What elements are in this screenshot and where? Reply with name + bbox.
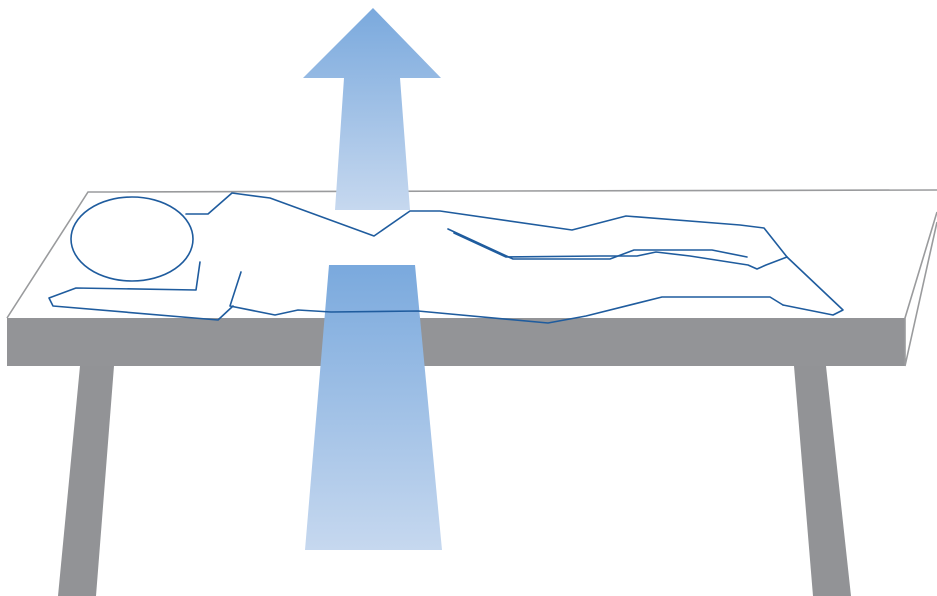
table-leg-left (58, 366, 114, 596)
table-front-edge (7, 318, 905, 366)
table-legs (58, 366, 851, 596)
table-leg-right (794, 366, 851, 596)
table-top-surface (7, 190, 937, 318)
upward-arrow (303, 8, 441, 210)
